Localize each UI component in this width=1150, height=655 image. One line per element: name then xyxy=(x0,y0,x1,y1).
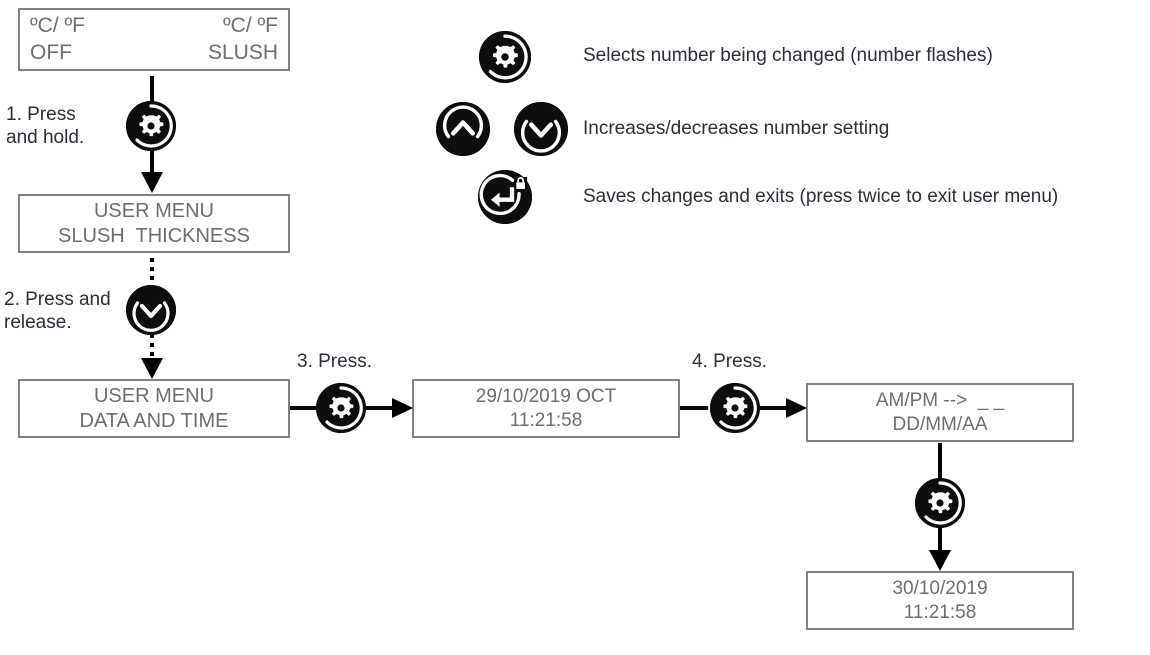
lcd-user-menu-slush-thickness: USER MENU SLUSH THICKNESS xyxy=(18,194,290,253)
datetime-saved-line2: 11:21:58 xyxy=(903,601,977,623)
connector-step3-to-datetime-current xyxy=(366,396,414,420)
step-2-label: 2. Press and release. xyxy=(4,289,111,334)
datetime-current-line1: 29/10/2019 OCT xyxy=(475,385,617,407)
step-3-label: 3. Press. xyxy=(297,351,372,372)
legend-save-exit-button[interactable] xyxy=(478,170,532,224)
step-4-gear-button[interactable] xyxy=(710,383,760,433)
slush-line1: USER MENU xyxy=(93,199,214,222)
confirm-gear-button[interactable] xyxy=(915,478,965,528)
datetime-current-line2: 11:21:58 xyxy=(509,409,583,431)
chevron-down-icon xyxy=(126,285,176,335)
connector-datetime-box-to-step3 xyxy=(290,402,318,414)
step-1-gear-button[interactable] xyxy=(126,101,176,151)
lcd-datetime-format-select: AM/PM --> _ _ DD/MM/AA xyxy=(806,383,1074,442)
home-line2-right: SLUSH xyxy=(207,40,278,64)
connector-gear-to-datetime-saved xyxy=(926,524,954,572)
gear-icon xyxy=(710,383,760,433)
datetime-saved-line1: 30/10/2019 xyxy=(892,577,988,599)
slush-line2: SLUSH THICKNESS xyxy=(58,224,250,247)
legend-adjust-text: Increases/decreases number setting xyxy=(583,118,890,139)
gear-icon xyxy=(479,31,531,83)
legend-save-text: Saves changes and exits (press twice to … xyxy=(583,186,1059,207)
legend-chevron-down-button[interactable] xyxy=(514,102,568,156)
step-4-label: 4. Press. xyxy=(692,351,767,372)
chevron-up-icon xyxy=(436,102,490,156)
home-line1-right: ºC/ ºF xyxy=(222,14,278,38)
connector-step1-to-slush-box xyxy=(138,148,166,194)
lcd-datetime-saved: 30/10/2019 11:21:58 xyxy=(806,571,1074,630)
format-select-line1: AM/PM --> _ _ xyxy=(875,389,1005,411)
format-select-line2: DD/MM/AA xyxy=(892,413,988,435)
connector-format-select-to-gear xyxy=(934,443,946,479)
lcd-user-menu-data-and-time: USER MENU DATA AND TIME xyxy=(18,379,290,438)
chevron-down-icon xyxy=(514,102,568,156)
gear-icon xyxy=(316,383,366,433)
connector-home-to-step1 xyxy=(146,76,158,104)
save-exit-lock-icon xyxy=(478,170,532,224)
datetime-menu-line2: DATA AND TIME xyxy=(79,409,229,432)
gear-icon xyxy=(915,478,965,528)
gear-icon xyxy=(126,101,176,151)
connector-datetime-current-to-step4 xyxy=(680,402,708,414)
home-line2-left: OFF xyxy=(30,40,72,64)
connector-slush-box-to-step2 xyxy=(146,258,158,286)
legend-select-text: Selects number being changed (number fla… xyxy=(583,45,993,66)
datetime-menu-line1: USER MENU xyxy=(93,384,214,407)
lcd-datetime-current: 29/10/2019 OCT 11:21:58 xyxy=(412,379,680,438)
connector-step4-to-format-select xyxy=(760,396,808,420)
legend-chevron-up-button[interactable] xyxy=(436,102,490,156)
lcd-home-screen: ºC/ ºF ºC/ ºF OFF SLUSH xyxy=(18,8,290,71)
step-1-label: 1. Press and hold. xyxy=(6,104,85,149)
lock-badge xyxy=(514,177,528,190)
step-2-chevron-down-button[interactable] xyxy=(126,285,176,335)
step-3-gear-button[interactable] xyxy=(316,383,366,433)
connector-step2-to-datetime-box xyxy=(138,334,166,380)
home-line1-left: ºC/ ºF xyxy=(30,14,86,38)
legend-gear-button[interactable] xyxy=(479,31,531,83)
